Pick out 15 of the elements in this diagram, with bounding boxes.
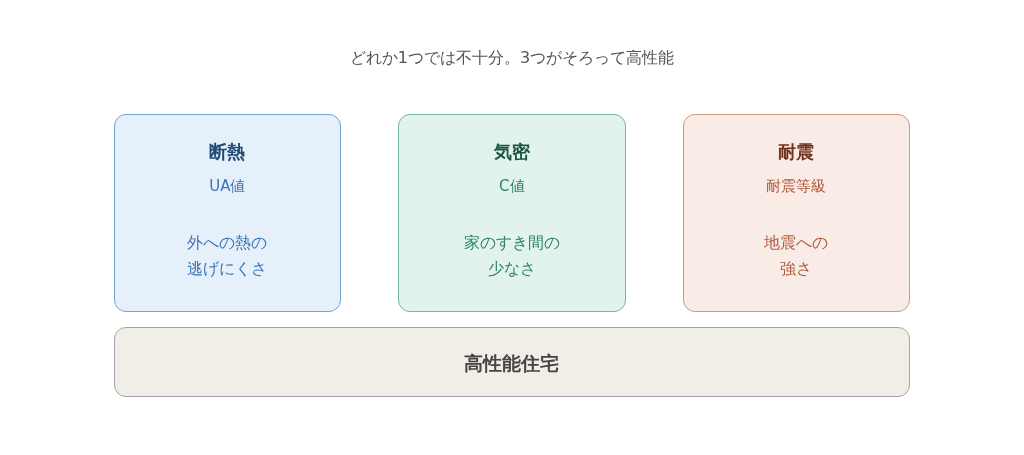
description-text: 地震への強さ bbox=[763, 232, 830, 280]
diagram-title: どれか1つでは不十分。3つがそろって高性能 bbox=[348, 47, 676, 69]
description-text: 家のすき間の少なさ bbox=[462, 232, 561, 280]
box-heading: 気密 bbox=[493, 140, 530, 164]
bar-label: 高性能住宅 bbox=[464, 351, 560, 376]
metric-label: C値 bbox=[499, 176, 525, 197]
rounded-box bbox=[683, 114, 910, 312]
box-heading: 耐震 bbox=[778, 140, 815, 164]
rounded-box bbox=[398, 114, 626, 312]
metric-label: UA値 bbox=[209, 176, 246, 197]
description-text: 外への熱の逃げにくさ bbox=[186, 232, 269, 280]
box-heading: 断熱 bbox=[209, 140, 246, 164]
metric-label: 耐震等級 bbox=[766, 176, 827, 197]
rounded-box bbox=[114, 114, 341, 312]
base-bar bbox=[114, 327, 910, 397]
